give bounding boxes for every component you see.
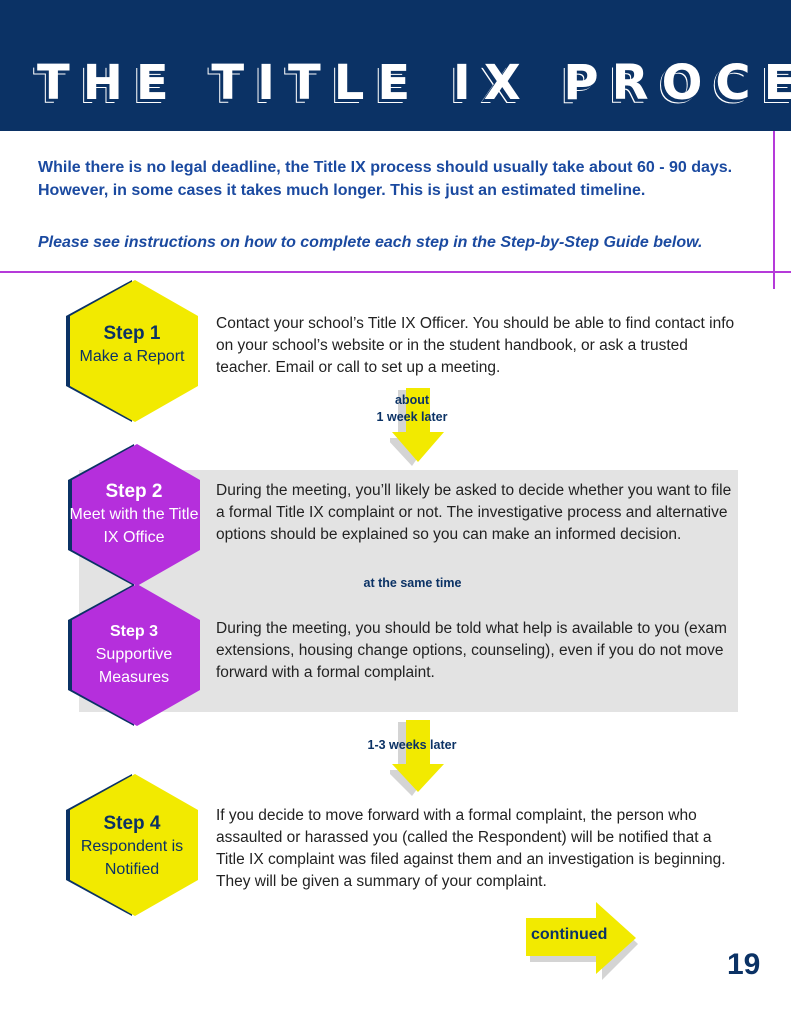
intro-text: While there is no legal deadline, the Ti… [38, 159, 733, 199]
step-4-number: Step 4 [103, 813, 161, 834]
header-banner: THE TITLE IX PROCESS [0, 0, 791, 131]
step-3-label: Step 3 Supportive Measures [69, 620, 199, 689]
step-4-name: Respondent is Notified [80, 838, 184, 878]
page-title: THE TITLE IX PROCESS [37, 55, 791, 111]
step-3-number: Step 3 [109, 623, 158, 640]
step-4-description: If you decide to move forward with a for… [216, 807, 726, 890]
step-3-description: During the meeting, you should be told w… [216, 620, 727, 681]
step-1-description: Contact your school’s Title IX Officer. … [216, 315, 735, 376]
step-2-number: Step 2 [105, 481, 163, 502]
step-1-hexagon: Step 1 Make a Report [62, 278, 202, 424]
step-1-number: Step 1 [103, 323, 161, 344]
step-2-hexagon: Step 2 Meet with the Title IX Office [64, 442, 204, 588]
step-1-label: Step 1 Make a Report [67, 322, 197, 368]
step-2-name: Meet with the Title IX Office [69, 506, 199, 546]
intro-note: Please see instructions on how to comple… [38, 234, 703, 251]
step-1-name: Make a Report [79, 348, 185, 365]
divider-horizontal [0, 271, 791, 273]
step-2-description: During the meeting, you’ll likely be ask… [216, 482, 732, 543]
transition-3-label: 1-3 weeks later [367, 738, 457, 752]
step-2-label: Step 2 Meet with the Title IX Office [69, 480, 199, 549]
step-3-name: Supportive Measures [95, 646, 173, 686]
transition-2-label: at the same time [363, 576, 462, 590]
down-arrow-icon [390, 388, 444, 466]
continued-label[interactable]: continued [531, 926, 608, 943]
step-4-hexagon: Step 4 Respondent is Notified [62, 772, 202, 918]
divider-vertical [773, 131, 775, 289]
step-4-label: Step 4 Respondent is Notified [67, 812, 197, 881]
continued-arrow-icon[interactable] [522, 900, 646, 982]
down-arrow-icon [390, 720, 444, 796]
step-3-hexagon: Step 3 Supportive Measures [64, 582, 204, 728]
page-number: 19 [727, 948, 761, 981]
